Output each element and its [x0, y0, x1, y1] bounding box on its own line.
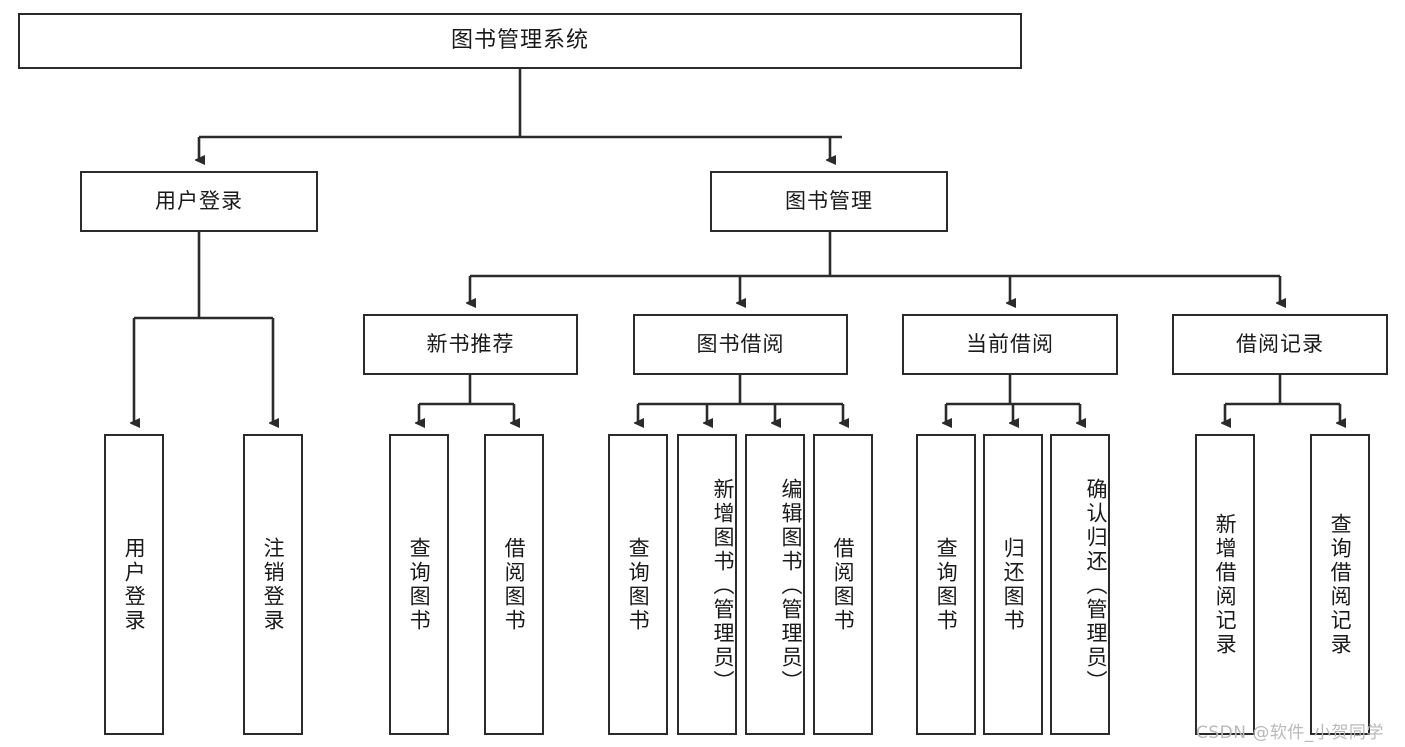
node-root[interactable]: 图书管理系统	[18, 13, 1022, 69]
node-leaf-edit-book[interactable]: 编辑图书（管理员）	[745, 434, 805, 735]
node-borrow-record[interactable]: 借阅记录	[1172, 314, 1388, 375]
node-leaf-query-record[interactable]: 查询借阅记录	[1310, 434, 1370, 735]
node-book-borrow-label: 图书借阅	[696, 331, 785, 356]
node-borrow-record-label: 借阅记录	[1236, 331, 1324, 356]
node-book-management[interactable]: 图书管理	[710, 171, 948, 232]
edge-current-borrow-to-leaves	[946, 375, 1080, 423]
node-new-book-recommend[interactable]: 新书推荐	[363, 314, 578, 375]
node-leaf-logout[interactable]: 注销登录	[243, 434, 303, 735]
node-user-login[interactable]: 用户登录	[80, 171, 318, 232]
watermark: CSDN @软件_小贺同学	[1196, 723, 1384, 743]
node-leaf-add-book-label: 新增图书（管理员）	[711, 477, 735, 694]
node-leaf-borrow-book-2-label: 借阅图书	[831, 536, 856, 633]
node-leaf-query-book-3-label: 查询图书	[934, 536, 959, 633]
edge-user-login-to-leaves	[134, 232, 273, 423]
node-leaf-return-book-label: 归还图书	[1001, 536, 1026, 633]
edge-book-management-to-level3	[470, 232, 1280, 303]
node-leaf-logout-label: 注销登录	[261, 536, 286, 633]
node-current-borrow-label: 当前借阅	[966, 331, 1054, 356]
node-leaf-add-record-label: 新增借阅记录	[1213, 512, 1238, 657]
node-leaf-return-book[interactable]: 归还图书	[983, 434, 1043, 735]
node-new-book-recommend-label: 新书推荐	[426, 331, 515, 356]
node-leaf-query-book-2-label: 查询图书	[626, 536, 651, 633]
node-leaf-query-book-2[interactable]: 查询图书	[608, 434, 668, 735]
node-leaf-user-login-label: 用户登录	[122, 536, 147, 633]
edge-new-book-recommend-to-leaves	[419, 375, 514, 423]
node-leaf-borrow-book-1[interactable]: 借阅图书	[484, 434, 544, 735]
node-user-login-label: 用户登录	[155, 188, 243, 213]
node-leaf-confirm-return[interactable]: 确认归还（管理员）	[1050, 434, 1110, 735]
node-leaf-query-record-label: 查询借阅记录	[1328, 512, 1353, 657]
node-leaf-edit-book-label: 编辑图书（管理员）	[779, 477, 803, 694]
node-leaf-confirm-return-label: 确认归还（管理员）	[1084, 477, 1108, 694]
node-leaf-user-login[interactable]: 用户登录	[104, 434, 164, 735]
node-leaf-borrow-book-2[interactable]: 借阅图书	[813, 434, 873, 735]
node-leaf-query-book-3[interactable]: 查询图书	[916, 434, 976, 735]
node-leaf-query-book-1[interactable]: 查询图书	[389, 434, 449, 735]
edge-root-to-level2	[199, 69, 842, 160]
node-current-borrow[interactable]: 当前借阅	[902, 314, 1118, 375]
node-book-borrow[interactable]: 图书借阅	[633, 314, 848, 375]
node-root-label: 图书管理系统	[450, 27, 589, 53]
edge-book-borrow-to-leaves	[638, 375, 843, 423]
node-leaf-add-record[interactable]: 新增借阅记录	[1195, 434, 1255, 735]
node-leaf-query-book-1-label: 查询图书	[407, 536, 432, 633]
node-book-management-label: 图书管理	[785, 188, 873, 213]
edge-borrow-record-to-leaves	[1225, 375, 1340, 423]
node-leaf-borrow-book-1-label: 借阅图书	[502, 536, 527, 633]
node-leaf-add-book[interactable]: 新增图书（管理员）	[677, 434, 737, 735]
